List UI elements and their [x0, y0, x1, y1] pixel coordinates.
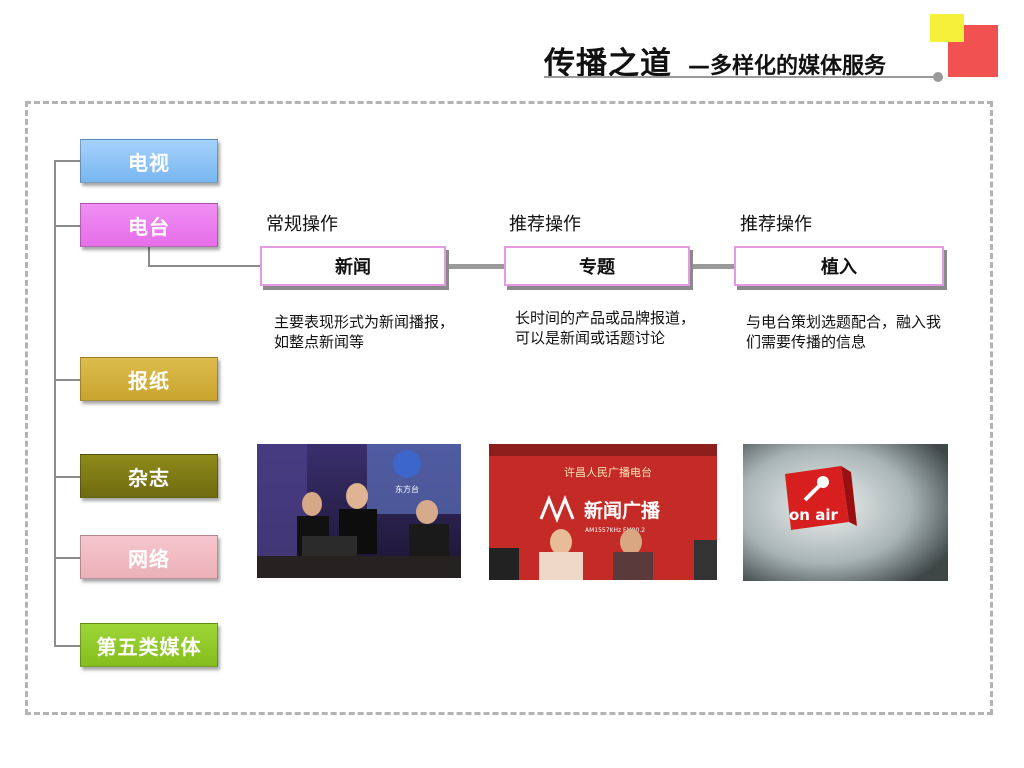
operation-type-label: 常规操作 [266, 214, 338, 235]
category-radio[interactable]: 电台 [80, 203, 218, 247]
radio-down-connector [148, 247, 150, 266]
category-web[interactable]: 网络 [80, 535, 218, 579]
operation-feature-desc: 长时间的产品或品牌报道，可以是新闻或话题讨论 [515, 309, 696, 347]
title-underline [544, 76, 936, 78]
tree-trunk [54, 160, 56, 647]
operation-type-label: 推荐操作 [509, 214, 581, 235]
operation-placement-desc: 与电台策划选题配合，融入我们需要传播的信息 [746, 313, 942, 351]
broadcast-wall-main: 新闻广播 [584, 499, 661, 522]
branch-paper [54, 379, 80, 381]
branch-tv [54, 160, 80, 162]
operation-news-desc: 主要表现形式为新闻播报，如整点新闻等 [274, 313, 455, 351]
category-magazine[interactable]: 杂志 [80, 454, 218, 498]
operation-news-box[interactable]: 新闻 [260, 246, 446, 286]
category-tv[interactable]: 电视 [80, 139, 218, 183]
category-newspaper[interactable]: 报纸 [80, 357, 218, 401]
radio-to-news-connector [148, 265, 260, 267]
studio-photo: 东方台 [257, 444, 461, 578]
branch-web [54, 557, 80, 559]
operation-type-label: 推荐操作 [740, 214, 812, 235]
broadcast-wall-top: 许昌人民广播电台 [564, 465, 652, 479]
feature-to-placement-connector [692, 264, 734, 269]
decor-yellow-square [930, 14, 964, 42]
operation-placement-box[interactable]: 植入 [734, 246, 944, 286]
branch-fifth [54, 645, 80, 647]
category-fifth-media[interactable]: 第五类媒体 [80, 623, 218, 667]
studio-logo-text: 东方台 [395, 484, 419, 494]
branch-magazine [54, 476, 80, 478]
broadcast-photo: 许昌人民广播电台 新闻广播 AM1557KHz FM90.2 [489, 444, 717, 580]
title-underline-dot [933, 72, 943, 82]
broadcast-wall-freq: AM1557KHz FM90.2 [585, 527, 645, 534]
news-to-feature-connector [448, 264, 504, 269]
onair-photo: on air [743, 444, 948, 581]
branch-radio [54, 225, 80, 227]
onair-text: on air [789, 506, 838, 524]
operation-feature-box[interactable]: 专题 [504, 246, 690, 286]
content-frame [25, 101, 993, 715]
page-subtitle: —多样化的媒体服务 [688, 54, 887, 79]
